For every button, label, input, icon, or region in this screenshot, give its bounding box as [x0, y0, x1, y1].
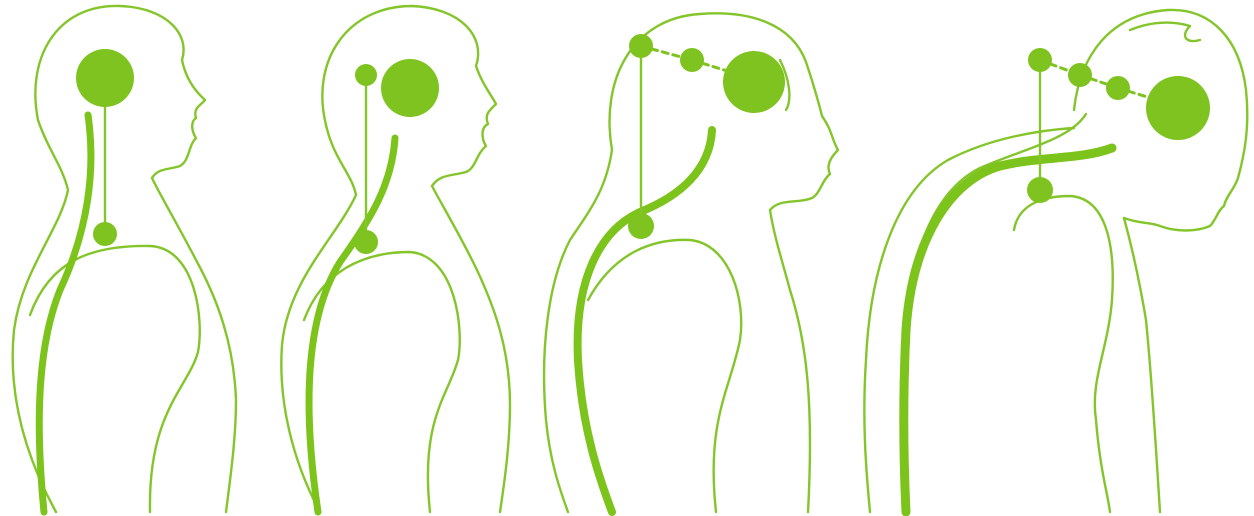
figure-4-head-weight-marker — [1146, 76, 1210, 140]
figure-3-torso-outline — [588, 240, 741, 512]
figure-4-mid-marker-2 — [1106, 76, 1130, 100]
figure-4-mid-marker-1 — [1068, 63, 1092, 87]
figure-1 — [13, 6, 236, 512]
figure-3-spine — [578, 130, 712, 512]
figure-1-chest-outline — [152, 178, 236, 512]
figure-1-torso-outline — [30, 246, 200, 512]
figure-2-head-weight-marker — [381, 59, 439, 117]
figure-1-shoulder-marker — [93, 222, 117, 246]
figure-3-chest-outline — [770, 210, 810, 512]
figure-3-mid-marker — [680, 48, 704, 72]
figure-4-ear-marker — [1028, 48, 1052, 72]
figure-4-spine — [904, 148, 1112, 512]
figure-1-head-weight-marker — [76, 49, 134, 107]
figure-2 — [281, 6, 510, 512]
figure-1-spine — [39, 115, 91, 512]
figure-4-torso-outline — [1014, 196, 1113, 512]
figure-3-head-weight-marker — [723, 51, 785, 113]
figure-2-chest-outline — [432, 186, 510, 512]
figure-2-ear-marker — [355, 64, 377, 86]
figure-3-shoulder-marker — [628, 213, 654, 239]
figure-4-chest-outline — [1124, 218, 1160, 512]
figure-2-spine — [309, 138, 395, 512]
figure-4-hair-outline — [1130, 23, 1200, 42]
figure-2-shoulder-marker — [354, 230, 378, 254]
figure-4 — [864, 10, 1247, 512]
figure-4-shoulder-marker — [1027, 177, 1053, 203]
figure-3-ear-marker — [629, 34, 653, 58]
figure-3 — [544, 13, 838, 512]
